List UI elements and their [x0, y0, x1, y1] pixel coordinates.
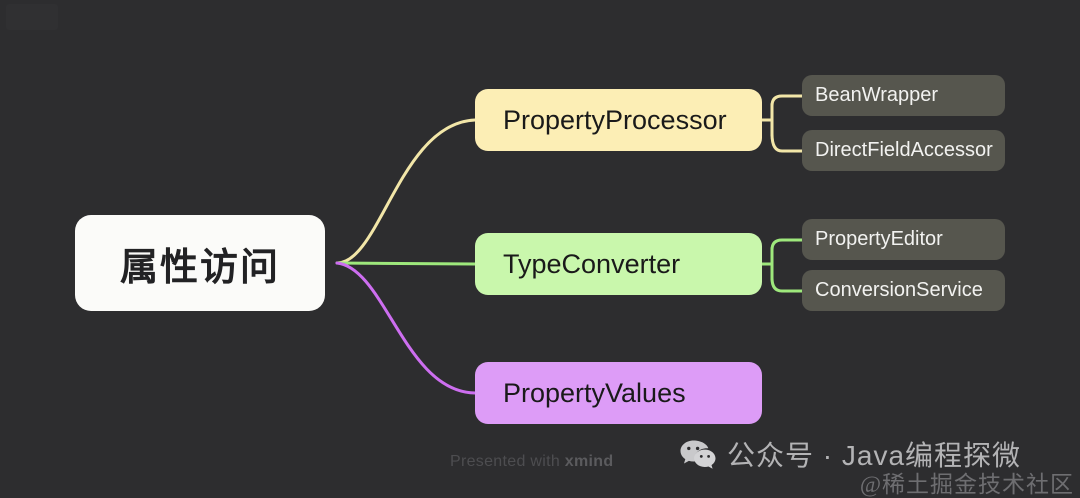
branch-node-propertyprocessor[interactable]: PropertyProcessor: [475, 89, 762, 151]
branch-node-propertyvalues[interactable]: PropertyValues: [475, 362, 762, 424]
juejin-watermark: @稀土掘金技术社区: [859, 472, 1074, 497]
connector-root-to-propertyvalues: [335, 261, 477, 395]
leaf-node-directfieldaccessor[interactable]: DirectFieldAccessor: [802, 130, 1005, 171]
corner-artifact: [6, 4, 58, 30]
xmind-watermark-prefix: Presented with: [450, 453, 565, 470]
connector-root-to-propertyprocessor: [335, 118, 477, 265]
connector-root-to-typeconverter: [335, 261, 477, 266]
wechat-icon: [680, 440, 716, 469]
wechat-account-name: 公众号 · Java编程探微: [727, 440, 1022, 471]
leaf-node-propertyeditor[interactable]: PropertyEditor: [802, 219, 1005, 260]
wechat-watermark: 公众号 · Java编程探微: [679, 434, 1021, 474]
root-node[interactable]: 属性访问: [75, 215, 325, 311]
branch-node-typeconverter[interactable]: TypeConverter: [475, 233, 762, 295]
xmind-watermark: Presented with xmind: [450, 453, 613, 471]
xmind-watermark-brand: xmind: [564, 453, 614, 470]
connector-propertyprocessor-to-leaves: [760, 94, 804, 153]
leaf-node-beanwrapper[interactable]: BeanWrapper: [802, 75, 1005, 116]
connector-typeconverter-to-leaves: [770, 238, 804, 293]
leaf-node-conversionservice[interactable]: ConversionService: [802, 270, 1005, 311]
